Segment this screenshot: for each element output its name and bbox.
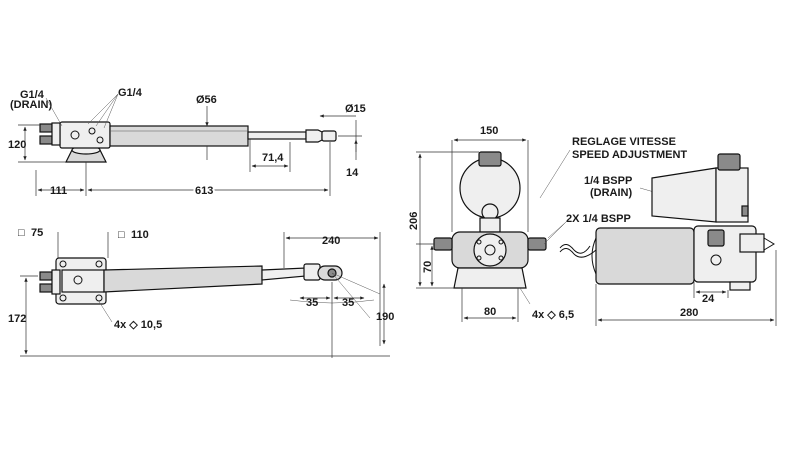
cylinder-side-view: 120 G1/4 (DRAIN) G1/4 Ø56 Ø15 14 71,4 11… — [8, 87, 366, 199]
label-bspp-drain-2: (DRAIN) — [590, 187, 632, 199]
bolt — [476, 255, 482, 261]
label-drain: (DRAIN) — [10, 99, 52, 111]
fitting-body — [51, 269, 61, 295]
reservoir-neck — [479, 217, 501, 233]
dim-240: 240 — [322, 235, 340, 247]
mount-hole — [59, 260, 67, 268]
pump-fitting — [707, 229, 725, 247]
label-reglage-vitesse: REGLAGE VITESSE — [572, 136, 676, 148]
pump-shaft — [484, 244, 496, 256]
dim-110: 110 — [131, 229, 149, 241]
leader-line — [519, 287, 531, 305]
drain-plug — [741, 205, 749, 217]
pump-side-view: REGLAGE VITESSE SPEED ADJUSTMENT 1/4 BSP… — [539, 136, 777, 326]
label-g14: G1/4 — [118, 87, 143, 99]
mount-hole — [59, 294, 67, 302]
port-circle-small — [88, 127, 96, 135]
side-fitting-left — [433, 237, 453, 251]
pump-front-view: 150 206 70 80 4x ◇ 6,5 — [408, 125, 574, 322]
dim-14: 14 — [346, 167, 359, 179]
dim-172: 172 — [8, 313, 26, 325]
leader-line — [103, 93, 119, 129]
reservoir-cap — [478, 151, 502, 167]
pump-foot — [453, 267, 527, 289]
fitting — [39, 123, 53, 133]
cylinder-body — [109, 125, 249, 147]
swing-line — [331, 272, 371, 319]
leader-line — [543, 221, 567, 245]
reservoir-side — [651, 167, 717, 223]
piston-rod — [247, 131, 307, 140]
leader-line — [547, 221, 567, 239]
rod-end-eye — [321, 130, 337, 142]
cylinder-body-top — [103, 265, 263, 293]
swing-line — [331, 272, 381, 295]
dim-190: 190 — [376, 311, 394, 323]
fitting — [39, 283, 53, 293]
pump-foot-side — [729, 281, 751, 291]
valve-tip — [763, 237, 775, 251]
reservoir-side-cap — [717, 153, 741, 171]
motor-cable-2 — [559, 248, 597, 258]
cylinder-top-view: □ 75 □ 110 240 — [8, 227, 394, 358]
leader-line — [95, 93, 119, 127]
valve-block — [59, 121, 111, 149]
dim-280: 280 — [680, 307, 698, 319]
leader-line — [45, 97, 63, 127]
dim-75: 75 — [31, 227, 43, 239]
motor — [595, 227, 695, 285]
dim-120: 120 — [8, 139, 26, 151]
mount-hole — [95, 294, 103, 302]
label-g14-drain: G1/4 — [20, 89, 45, 101]
port-circle — [70, 130, 80, 140]
dim-24: 24 — [702, 293, 715, 305]
dim-80: 80 — [484, 306, 496, 318]
fitting — [39, 135, 53, 145]
dim-150: 150 — [480, 125, 498, 137]
bolt — [476, 239, 482, 245]
label-speed-adjustment: SPEED ADJUSTMENT — [572, 149, 687, 161]
dim-35-left: 35 — [306, 297, 318, 309]
valve-block-top — [61, 269, 105, 293]
dim-111: 111 — [50, 185, 67, 197]
square-symbol: □ — [18, 227, 25, 239]
piston-rod-top — [261, 267, 307, 281]
mount-hole — [95, 260, 103, 268]
dim-71-4: 71,4 — [262, 152, 284, 164]
dim-613: 613 — [195, 185, 213, 197]
label-2x-bspp: 2X 1/4 BSPP — [566, 213, 631, 225]
dim-holes-10-5: 4x ◇ 10,5 — [114, 319, 162, 331]
fitting — [39, 271, 53, 281]
dim-35-right: 35 — [342, 297, 354, 309]
bolt — [498, 255, 504, 261]
rod-end-nut — [305, 129, 323, 143]
bolt — [498, 239, 504, 245]
dim-diameter-56: Ø56 — [196, 94, 217, 106]
dim-70: 70 — [422, 261, 434, 273]
leader-line — [97, 299, 113, 323]
leader-line — [539, 149, 571, 199]
pump-port — [710, 254, 722, 266]
dim-206: 206 — [408, 212, 420, 230]
fitting-body — [51, 122, 61, 146]
label-bspp-drain: 1/4 BSPP — [584, 175, 632, 187]
side-fitting-right — [527, 237, 547, 251]
square-symbol: □ — [118, 229, 125, 241]
port-circle-small — [96, 136, 104, 144]
pump-face — [473, 233, 507, 267]
motor-end — [591, 237, 597, 275]
dim-holes-6-5: 4x ◇ 6,5 — [532, 309, 574, 321]
motor-cable — [559, 244, 591, 254]
valve-knob — [739, 233, 765, 253]
port-circle — [73, 275, 83, 285]
leader-line — [87, 93, 119, 125]
dim-diameter-15: Ø15 — [345, 103, 366, 115]
